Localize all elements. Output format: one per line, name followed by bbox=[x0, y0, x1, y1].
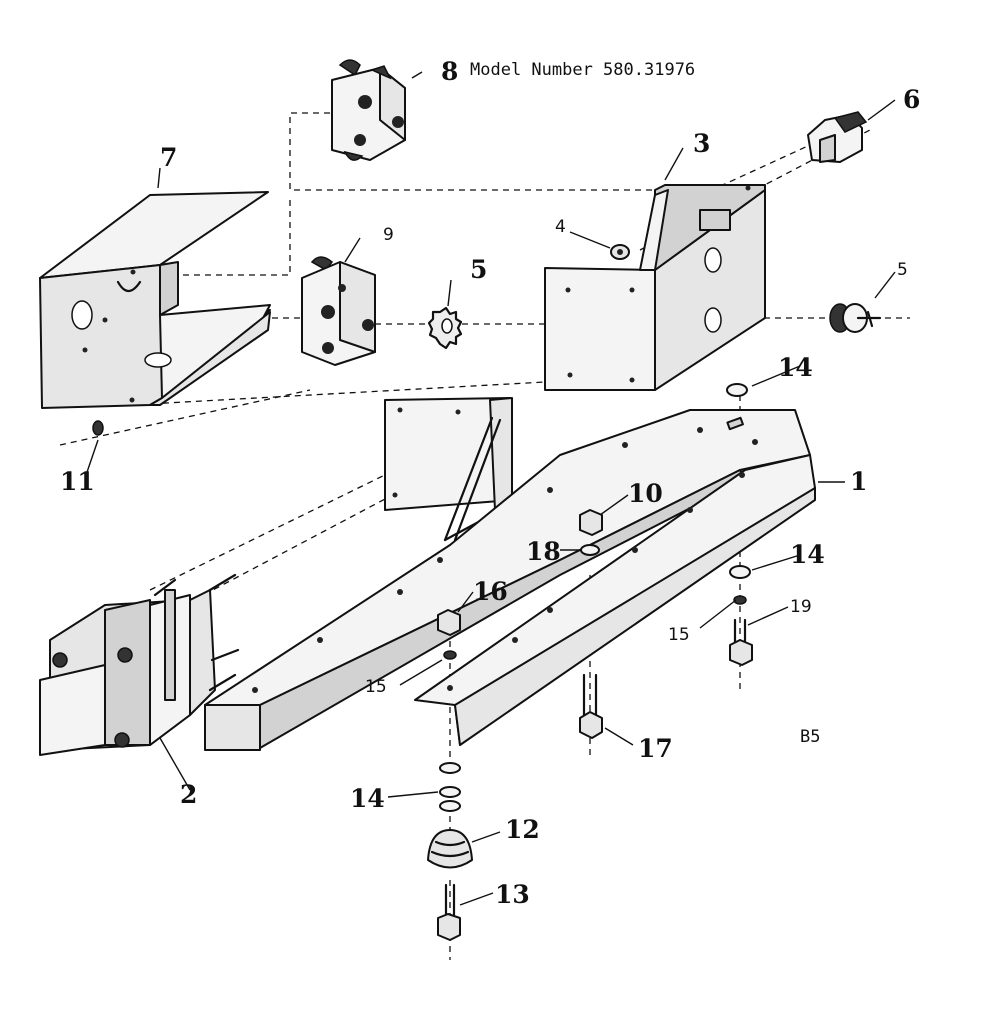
base-rail-part-1 bbox=[204, 409, 816, 751]
callout-2: 2 bbox=[180, 780, 197, 809]
hardware-stack-left bbox=[427, 609, 473, 941]
nut-part-16 bbox=[437, 609, 461, 636]
callout-7: 7 bbox=[160, 143, 177, 172]
box-housing-part-7 bbox=[39, 191, 271, 409]
model-number-text: Model Number 580.31976 bbox=[470, 60, 695, 80]
bolt-part-17 bbox=[582, 673, 598, 717]
callout-5-right: 5 bbox=[897, 260, 908, 280]
callout-18: 18 bbox=[526, 537, 561, 566]
callout-14-top: 14 bbox=[778, 353, 813, 382]
washer-part-14 bbox=[439, 762, 461, 774]
bracket-box-part-3 bbox=[544, 184, 766, 391]
nut-part-10 bbox=[579, 509, 603, 536]
washer-part-18 bbox=[580, 544, 600, 556]
callout-3: 3 bbox=[693, 129, 710, 158]
callout-19: 19 bbox=[790, 597, 812, 617]
callout-9: 9 bbox=[383, 225, 394, 245]
callout-8: 8 bbox=[441, 57, 458, 86]
mounting-plate bbox=[384, 397, 513, 542]
terminal-block-part-8 bbox=[331, 59, 406, 161]
callout-13: 13 bbox=[495, 880, 530, 909]
callout-17: 17 bbox=[638, 734, 673, 763]
nut-part-4 bbox=[610, 244, 630, 260]
lockwasher-part-15 bbox=[443, 650, 457, 660]
hardware-stack-right bbox=[726, 383, 753, 666]
terminal-block-part-9 bbox=[301, 256, 376, 366]
callout-12: 12 bbox=[505, 815, 540, 844]
callout-14-right: 14 bbox=[790, 540, 825, 569]
callout-16: 16 bbox=[473, 577, 508, 606]
callout-labels: 8 6 3 7 9 4 5 5 14 1 11 10 18 14 16 19 1… bbox=[60, 57, 920, 909]
rubber-foot-part-12 bbox=[427, 829, 473, 869]
washer-part-14-top bbox=[726, 383, 748, 397]
leader-lines bbox=[84, 71, 896, 906]
callout-10: 10 bbox=[628, 479, 663, 508]
transformer-part-2 bbox=[39, 573, 240, 756]
callout-4: 4 bbox=[555, 217, 566, 237]
callout-15-right: 15 bbox=[668, 625, 690, 645]
callout-1: 1 bbox=[850, 467, 867, 496]
callout-15-left: 15 bbox=[365, 677, 387, 697]
lockwasher-part-15-right bbox=[733, 595, 747, 605]
lockwasher-part-5 bbox=[427, 306, 463, 350]
washer-part-14-right bbox=[729, 565, 751, 579]
bolt-part-19 bbox=[733, 618, 747, 647]
callout-6: 6 bbox=[903, 85, 920, 114]
switch-part-6 bbox=[807, 111, 868, 163]
callout-14-bottom: 14 bbox=[350, 784, 385, 813]
grommet-part-5 bbox=[829, 303, 882, 333]
screw-part-11 bbox=[92, 420, 104, 436]
screw-part-13 bbox=[437, 913, 461, 941]
hardware-stack-middle bbox=[579, 509, 603, 739]
drawing-code: B5 bbox=[800, 727, 820, 747]
callout-5-left: 5 bbox=[470, 255, 487, 284]
callout-11: 11 bbox=[60, 467, 95, 496]
